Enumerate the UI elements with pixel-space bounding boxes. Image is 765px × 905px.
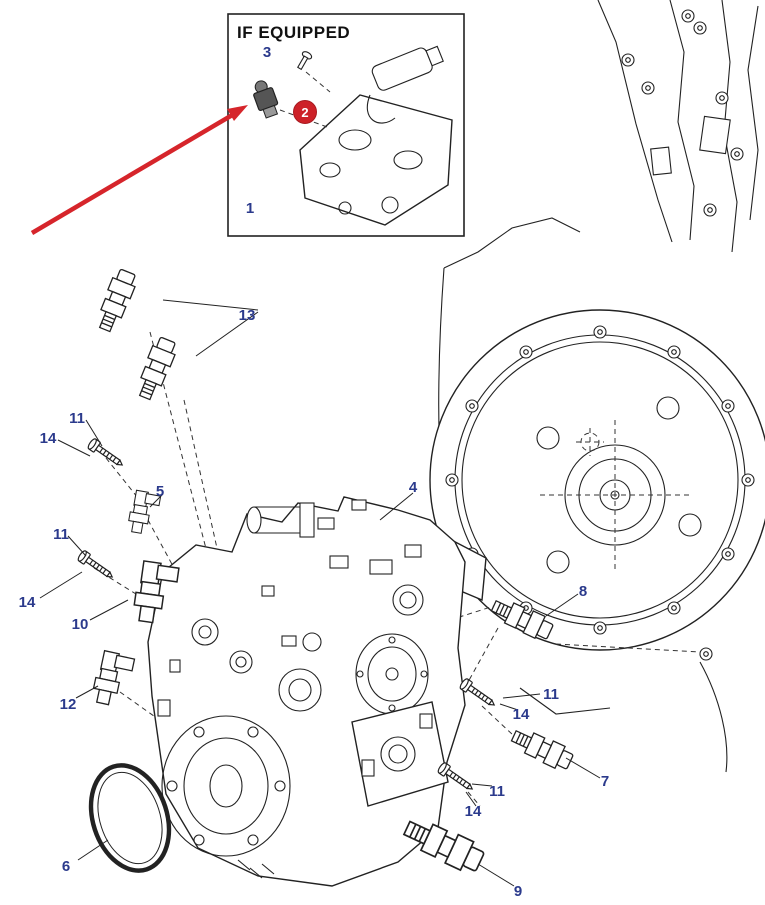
screw-11a-14a bbox=[86, 437, 127, 471]
callout-8: 8 bbox=[579, 583, 587, 600]
if-equipped-inset: IF EQUIPPED 3 1 bbox=[227, 13, 465, 237]
inset-title: IF EQUIPPED bbox=[237, 23, 350, 42]
highlighted-callout-2-badge: 2 bbox=[293, 100, 317, 124]
fitting-13a bbox=[92, 266, 140, 335]
screw-11b-14b bbox=[76, 549, 117, 583]
callout-14d: 14 bbox=[465, 803, 482, 820]
callout-6: 6 bbox=[62, 858, 70, 875]
callout-1: 1 bbox=[246, 200, 254, 217]
fitting-13b bbox=[132, 334, 180, 403]
callout-10: 10 bbox=[72, 616, 89, 633]
engine-block-fragment bbox=[597, 0, 759, 253]
callout-13: 13 bbox=[239, 307, 256, 324]
flywheel-housing bbox=[429, 217, 765, 773]
callout-5: 5 bbox=[156, 483, 164, 500]
flywheel-bolt-loose bbox=[699, 647, 713, 661]
callout-12: 12 bbox=[60, 696, 77, 713]
callout-labels: 4 5 6 7 8 9 10 11 11 11 11 12 13 14 14 1… bbox=[19, 307, 610, 900]
fitting-7 bbox=[508, 724, 576, 774]
callout-7: 7 bbox=[601, 773, 609, 790]
callout-14b: 14 bbox=[19, 594, 36, 611]
callout-3: 3 bbox=[263, 44, 271, 61]
callout-9: 9 bbox=[514, 883, 522, 900]
callout-11a: 11 bbox=[69, 410, 85, 427]
o-ring-6 bbox=[88, 763, 172, 873]
screw-3 bbox=[297, 51, 313, 71]
callout-11b: 11 bbox=[53, 526, 69, 543]
callout-11c: 11 bbox=[543, 686, 559, 703]
callout-14c: 14 bbox=[513, 706, 530, 723]
callout-11d: 11 bbox=[489, 783, 505, 800]
callout-2: 2 bbox=[301, 105, 308, 120]
callout-4: 4 bbox=[409, 479, 418, 496]
callout-14a: 14 bbox=[40, 430, 57, 447]
hydraulic-pump bbox=[147, 496, 466, 887]
sensor-2 bbox=[253, 80, 279, 119]
valve-assembly-1 bbox=[299, 45, 453, 226]
elbow-fitting-12 bbox=[90, 649, 136, 709]
highlight-arrow bbox=[30, 105, 248, 235]
